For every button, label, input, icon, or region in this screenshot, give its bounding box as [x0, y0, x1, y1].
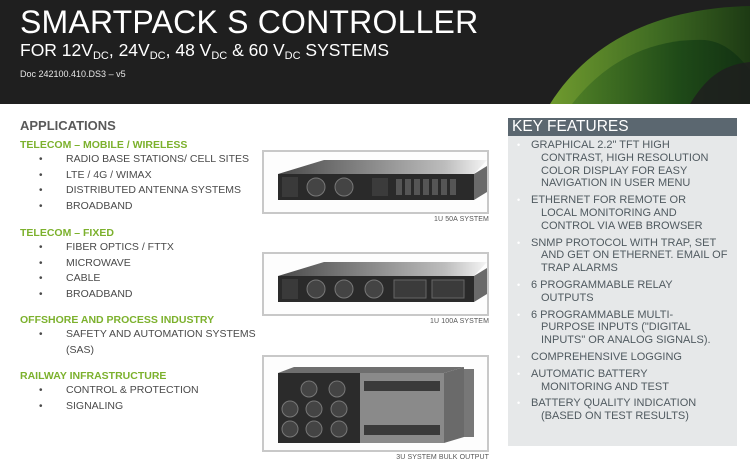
- application-list: • RADIO BASE STATIONS/ CELL SITES • LTE / 4…: [20, 152, 260, 214]
- bullet-icon: •: [39, 288, 43, 300]
- bullet-icon: •: [39, 169, 43, 181]
- bullet-icon: •: [39, 400, 43, 412]
- application-group: RAILWAY INFRASTRUCTURE • CONTROL & PROTECT…: [20, 370, 260, 414]
- application-item: • CABLE: [20, 271, 260, 287]
- application-category: OFFSHORE AND PROCESS INDUSTRY: [20, 314, 215, 326]
- bullet-icon: •: [517, 351, 521, 362]
- green-swoosh-graphic: [550, 6, 750, 104]
- application-group: TELECOM – MOBILE / WIRELESS • RADIO BASE S…: [20, 139, 260, 214]
- key-feature-text-continued: CONTRAST, HIGH RESOLUTION COLOR DISPLAY …: [541, 151, 709, 190]
- application-item-text: SIGNALING: [66, 399, 124, 412]
- bullet-icon: •: [517, 140, 521, 150]
- application-list: • SAFETY AND AUTOMATION SYSTEMS (SAS): [20, 327, 260, 358]
- product-photo-3u-bulk: 3U SYSTEM BULK OUTPUT: [262, 355, 489, 461]
- key-feature-text-continued: AND GET ON ETHERNET. EMAIL OF TRAP ALARM…: [541, 249, 728, 275]
- key-feature-text: ETHERNET FOR REMOTE OR: [531, 194, 687, 207]
- key-feature-text: GRAPHICAL 2.2" TFT HIGH: [531, 139, 670, 151]
- application-item: • FIBER OPTICS / FTTX: [20, 240, 260, 256]
- bullet-icon: •: [39, 200, 43, 212]
- document-reference: Doc 242100.410.DS3 – v5: [20, 69, 126, 79]
- key-feature-text-continued: LOCAL MONITORING AND CONTROL VIA WEB BRO…: [541, 206, 703, 232]
- application-item: • CONTROL & PROTECTION: [20, 383, 260, 399]
- applications-section: APPLICATIONS TELECOM – MOBILE / WIRELESS…: [20, 118, 260, 426]
- bullet-icon: •: [39, 185, 43, 196]
- bullet-icon: •: [517, 398, 521, 409]
- application-group: TELECOM – FIXED • FIBER OPTICS / FTTX • MICR…: [20, 227, 260, 302]
- key-feature-text-continued: OUTPUTS: [541, 291, 594, 304]
- photo-caption: 1U 100A SYSTEM: [430, 318, 489, 325]
- bullet-icon: •: [517, 368, 521, 379]
- page-title: SMARTPACK S CONTROLLER: [20, 4, 479, 40]
- application-item-text: CABLE: [66, 272, 101, 284]
- application-item-text: BROADBAND: [66, 287, 133, 300]
- application-item: • SAFETY AND AUTOMATION SYSTEMS (SAS): [20, 327, 260, 358]
- bullet-icon: •: [39, 329, 43, 340]
- key-feature-text: SNMP PROTOCOL WITH TRAP, SET: [531, 236, 717, 249]
- application-item-text: CONTROL & PROTECTION: [66, 384, 199, 396]
- bullet-icon: •: [39, 257, 43, 269]
- application-item-text: BROADBAND: [66, 199, 133, 212]
- document-header: SMARTPACK S CONTROLLER FOR 12VDC, 24VDC,…: [0, 0, 750, 104]
- product-photo-1u-50a: 1U 50A SYSTEM: [262, 150, 489, 223]
- key-feature-text-continued: (BASED ON TEST RESULTS): [541, 410, 689, 423]
- key-feature-text: AUTOMATIC BATTERY: [531, 367, 648, 380]
- key-feature-item: • BATTERY QUALITY INDICATION(BASED ON TES…: [508, 397, 737, 423]
- photo-caption: 3U SYSTEM BULK OUTPUT: [396, 454, 489, 461]
- photo-frame: [262, 150, 489, 214]
- application-item: • SIGNALING: [20, 399, 260, 415]
- applications-groups: TELECOM – MOBILE / WIRELESS • RADIO BASE S…: [20, 139, 260, 414]
- key-feature-text-continued: PURPOSE INPUTS ("DIGITAL INPUTS" OR ANAL…: [541, 321, 711, 347]
- rack-unit-3u-bulk-image: [278, 367, 474, 443]
- application-item: • BROADBAND: [20, 199, 260, 215]
- key-feature-text: 6 PROGRAMMABLE MULTI-: [531, 308, 674, 321]
- application-item-text: LTE / 4G / WIMAX: [66, 168, 152, 181]
- bullet-icon: •: [517, 279, 521, 290]
- key-feature-text: BATTERY QUALITY INDICATION: [531, 397, 697, 410]
- key-feature-text: 6 PROGRAMMABLE RELAY: [531, 278, 673, 291]
- rack-unit-1u-50a-image: [278, 160, 487, 200]
- application-item-text: FIBER OPTICS / FTTX: [66, 241, 174, 253]
- application-item: • MICROWAVE: [20, 256, 260, 272]
- bullet-icon: •: [517, 195, 521, 206]
- application-item-text: DISTRIBUTED ANTENNA SYSTEMS: [66, 184, 242, 196]
- application-item-text: MICROWAVE: [66, 256, 131, 269]
- key-feature-item: • 6 PROGRAMMABLE MULTI-PURPOSE INPUTS ("D…: [508, 309, 737, 347]
- key-features-title: KEY FEATURES: [508, 118, 737, 136]
- key-feature-text-continued: MONITORING AND TEST: [541, 380, 669, 393]
- application-item: • BROADBAND: [20, 287, 260, 303]
- application-list: • CONTROL & PROTECTION • SIGNALING: [20, 383, 260, 414]
- bullet-icon: •: [39, 273, 43, 284]
- bullet-icon: •: [39, 385, 43, 396]
- application-item: • DISTRIBUTED ANTENNA SYSTEMS: [20, 183, 260, 199]
- application-category: TELECOM – FIXED: [20, 227, 114, 239]
- application-category: TELECOM – MOBILE / WIRELESS: [20, 139, 188, 151]
- application-item: • LTE / 4G / WIMAX: [20, 168, 260, 184]
- rack-unit-1u-100a-image: [278, 262, 487, 302]
- photo-frame: [262, 252, 489, 316]
- application-item-text: RADIO BASE STATIONS/ CELL SITES: [66, 153, 250, 165]
- application-category: RAILWAY INFRASTRUCTURE: [20, 370, 167, 382]
- photo-caption: 1U 50A SYSTEM: [434, 216, 489, 223]
- application-list: • FIBER OPTICS / FTTX • MICROWAVE • CABLE • BRO…: [20, 240, 260, 302]
- bullet-icon: •: [517, 309, 521, 320]
- bullet-icon: •: [39, 154, 43, 165]
- bullet-icon: •: [517, 237, 521, 248]
- photo-frame: [262, 355, 489, 452]
- key-feature-item: • COMPREHENSIVE LOGGING: [508, 351, 737, 364]
- application-group: OFFSHORE AND PROCESS INDUSTRY • SAFETY AND…: [20, 314, 260, 358]
- product-photo-1u-100a: 1U 100A SYSTEM: [262, 252, 489, 325]
- key-feature-text: COMPREHENSIVE LOGGING: [531, 350, 682, 363]
- application-item-text: SAFETY AND AUTOMATION SYSTEMS (SAS): [66, 328, 256, 356]
- bullet-icon: •: [39, 242, 43, 253]
- page-subtitle: FOR 12VDC, 24VDC, 48 VDC & 60 VDC SYSTEM…: [20, 40, 390, 62]
- application-item: • RADIO BASE STATIONS/ CELL SITES: [20, 152, 260, 168]
- applications-title: APPLICATIONS: [20, 118, 116, 133]
